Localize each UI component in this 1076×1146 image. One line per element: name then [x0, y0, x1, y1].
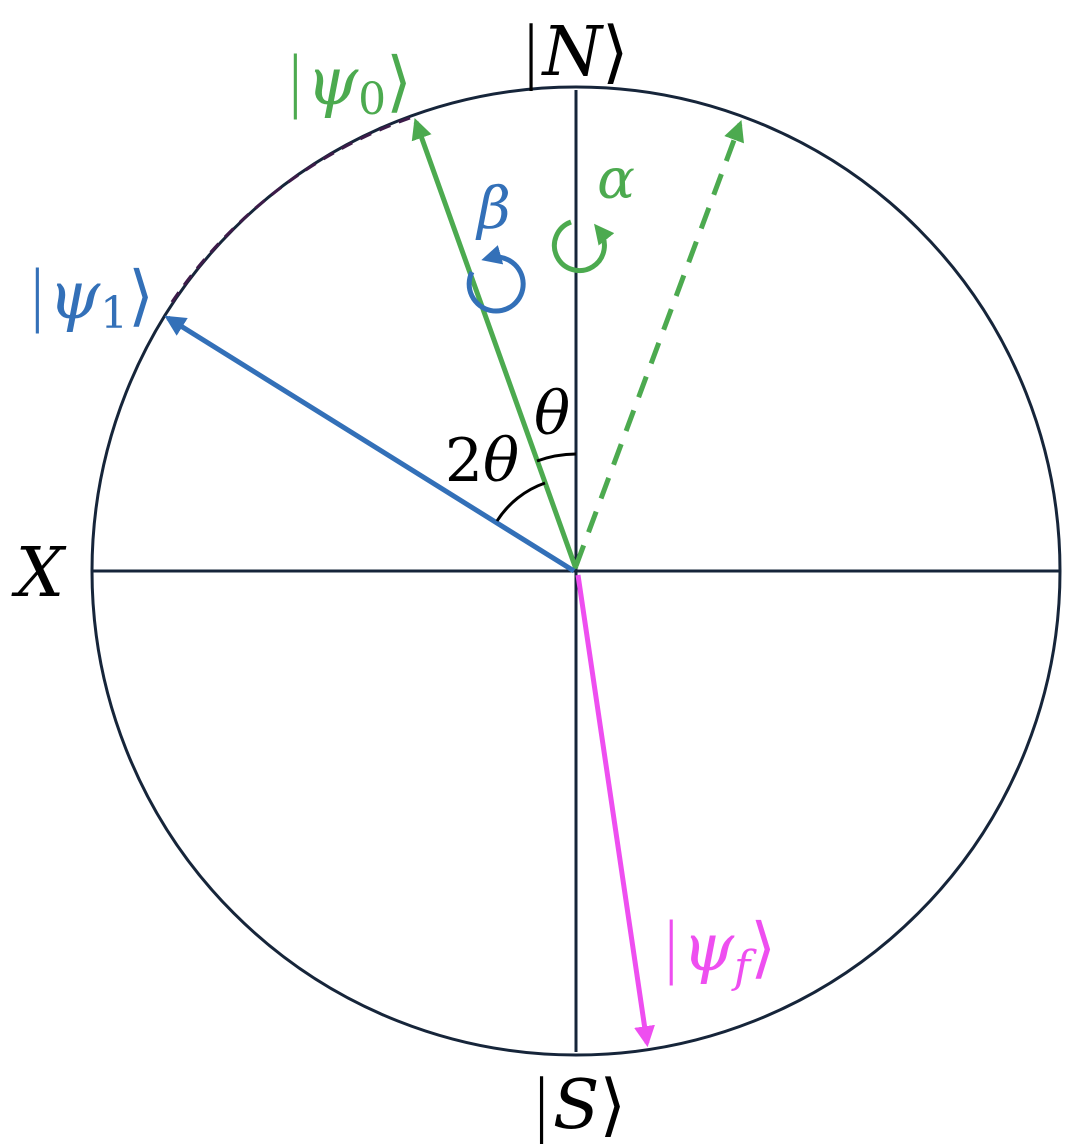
two-theta-angle-arc — [495, 481, 546, 522]
psi0-vector — [411, 118, 579, 570]
psi1-vector — [164, 315, 576, 574]
psif-label: |ψf⟩ — [660, 909, 776, 993]
north-state-label: |N⟩ — [520, 13, 629, 92]
dashed-arc — [166, 116, 411, 309]
psi1-label: |ψ1⟩ — [26, 257, 154, 339]
psi0-label: |ψ0⟩ — [284, 43, 412, 125]
x-axis-label: X — [11, 534, 67, 613]
alpha-label: α — [597, 147, 635, 212]
psif-vector — [575, 574, 655, 1048]
dashed-green-vector — [573, 120, 745, 567]
two-theta-label: 2θ — [445, 426, 519, 496]
theta-label: θ — [534, 379, 570, 449]
south-state-label: |S⟩ — [530, 1066, 626, 1145]
alpha-rotation-icon — [551, 219, 615, 274]
theta-angle-arc — [536, 452, 577, 463]
beta-rotation-icon — [466, 245, 526, 314]
beta-label: β — [475, 174, 511, 242]
